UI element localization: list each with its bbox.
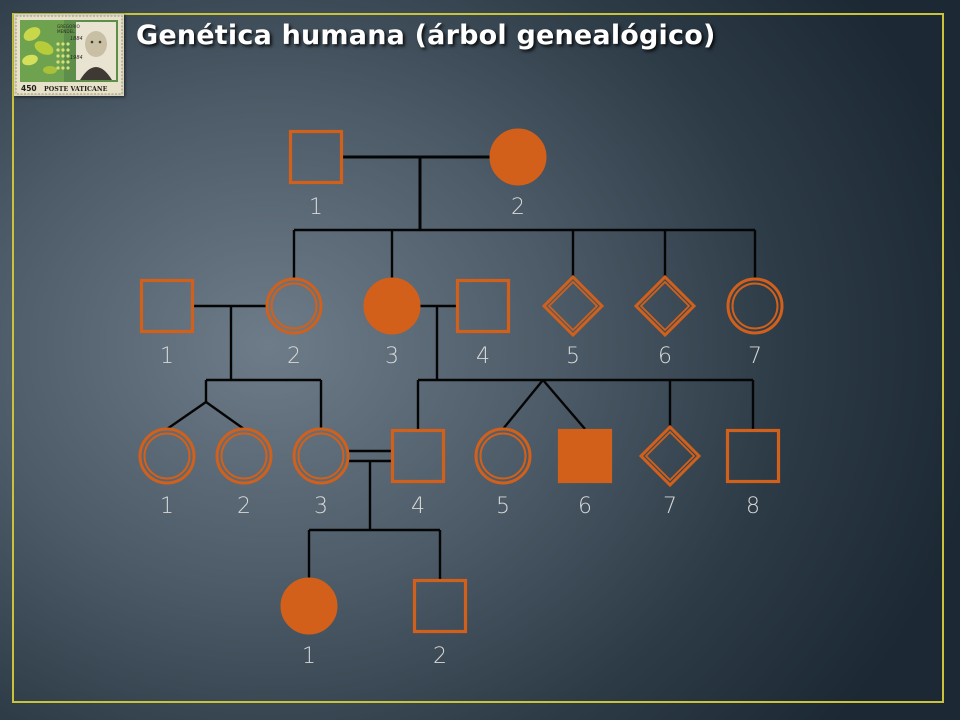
twin-branch-III6: [542, 379, 586, 430]
label-i-1: 1: [309, 195, 323, 220]
individual-ii-2-circle: [265, 277, 323, 335]
slide-title: Genética humana (árbol genealógico): [136, 20, 716, 51]
label-iii-2: 2: [237, 494, 251, 519]
individual-iii-5-circle: [474, 427, 532, 485]
label-ii-4: 4: [476, 344, 490, 369]
label-iii-4: 4: [411, 494, 425, 519]
individual-iv-1-circle: [280, 577, 338, 635]
individual-ii-4-square: [455, 278, 511, 334]
stamp-header-2: MENDEL: [57, 29, 75, 34]
label-iv-1: 1: [302, 644, 316, 669]
individual-i-1-square: [288, 129, 344, 185]
individual-iii-6-square: [557, 428, 613, 484]
label-iii-8: 8: [746, 494, 760, 519]
individual-iii-7-diamond: [638, 424, 702, 488]
mendel-stamp-image: GREGORIO MENDEL 1884 1984 450 POSTE VATI…: [14, 14, 124, 96]
label-i-2: 2: [511, 195, 525, 220]
label-ii-6: 6: [658, 344, 672, 369]
label-iii-3: 3: [314, 494, 328, 519]
individual-ii-7-circle: [726, 277, 784, 335]
pedigree-symbols: [138, 128, 784, 635]
label-iii-6: 6: [578, 494, 592, 519]
individual-ii-6-diamond: [633, 274, 697, 338]
pedigree-connector-lines: [166, 155, 757, 579]
label-ii-3: 3: [385, 344, 399, 369]
label-iii-1: 1: [160, 494, 174, 519]
individual-iii-1-circle: [138, 427, 196, 485]
individual-i-2-circle: [489, 128, 547, 186]
stamp-value: 450: [21, 84, 37, 93]
stamp-country: POSTE VATICANE: [44, 86, 108, 93]
individual-ii-1-square: [139, 278, 195, 334]
label-iv-2: 2: [433, 644, 447, 669]
individual-iii-8-square: [725, 428, 781, 484]
stamp-year-1: 1884: [70, 36, 83, 42]
individual-iii-3-circle: [292, 427, 350, 485]
label-ii-1: 1: [160, 344, 174, 369]
stamp-year-2: 1984: [70, 55, 83, 61]
label-iii-5: 5: [496, 494, 510, 519]
twin-branch-III2: [205, 401, 245, 430]
twin-branch-III5: [502, 379, 544, 430]
label-ii-5: 5: [566, 344, 580, 369]
stamp-header-1: GREGORIO: [57, 24, 80, 29]
label-ii-2: 2: [287, 344, 301, 369]
individual-ii-5-diamond: [541, 274, 605, 338]
individual-ii-3-circle: [363, 277, 421, 335]
individual-iii-2-circle: [215, 427, 273, 485]
twin-branch-III1: [166, 401, 207, 430]
label-iii-7: 7: [663, 494, 677, 519]
slide-frame: [12, 13, 944, 703]
individual-iv-2-square: [412, 578, 468, 634]
pedigree-labels: 1 2 1 2 3 4 5 6 7 1 2 3 4 5 6 7 8 1 2: [160, 195, 762, 669]
individual-iii-4-square: [390, 428, 446, 484]
label-ii-7: 7: [748, 344, 762, 369]
